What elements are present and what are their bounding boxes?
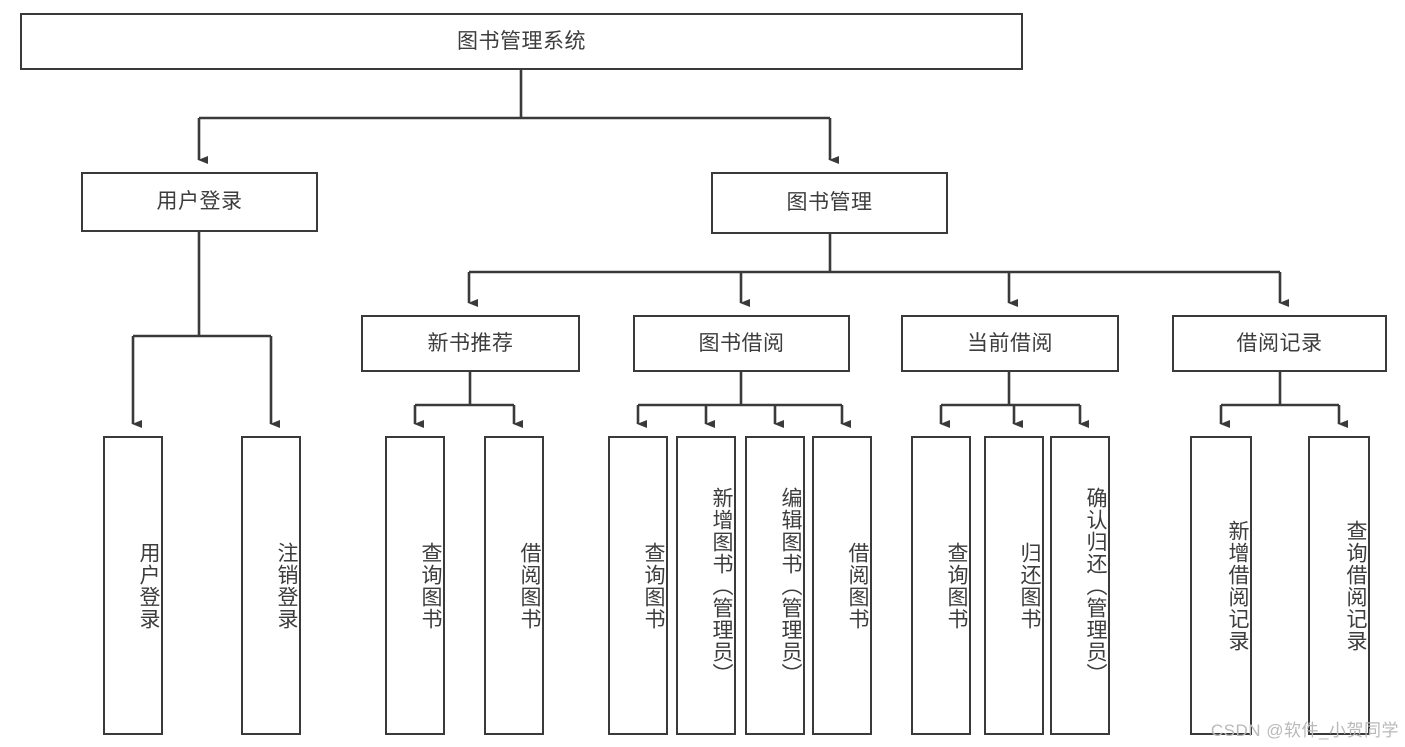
node-borrowing-records[interactable]: 借阅记录: [1172, 315, 1387, 372]
node-current-borrowing[interactable]: 当前借阅: [901, 315, 1119, 372]
node-leaf-query-book-borrowing[interactable]: 查询图书: [608, 436, 668, 735]
node-leaf-borrow-book-borrowing[interactable]: 借阅图书: [812, 436, 872, 735]
node-label: 归还图书: [1018, 541, 1041, 630]
node-user-login[interactable]: 用户登录: [81, 172, 318, 232]
node-leaf-query-book-recommendation[interactable]: 查询图书: [385, 436, 445, 735]
node-label: 新增借阅记录: [1226, 519, 1249, 652]
node-book-borrowing[interactable]: 图书借阅: [633, 315, 850, 372]
node-label: 图书管理: [786, 191, 873, 215]
node-book-management[interactable]: 图书管理: [711, 172, 948, 234]
csdn-watermark: CSDN @软件_小贺同学: [1210, 721, 1399, 740]
node-leaf-edit-book-admin[interactable]: 编辑图书（管理员）: [745, 436, 805, 735]
node-label: 借阅图书: [846, 541, 869, 630]
node-label: 图书借阅: [698, 331, 785, 355]
node-leaf-return-book[interactable]: 归还图书: [984, 436, 1044, 735]
node-label: 用户登录: [137, 541, 160, 630]
node-label: 新增图书（管理员）: [710, 486, 733, 685]
node-label: 借阅记录: [1236, 331, 1323, 355]
node-label: 注销登录: [275, 541, 298, 630]
node-label: 新书推荐: [427, 331, 514, 355]
node-leaf-borrow-book-recommendation[interactable]: 借阅图书: [484, 436, 544, 735]
node-leaf-query-book-current[interactable]: 查询图书: [911, 436, 971, 735]
node-label: 查询图书: [419, 541, 442, 630]
node-new-book-recommendation[interactable]: 新书推荐: [361, 315, 580, 372]
node-leaf-confirm-return-admin[interactable]: 确认归还（管理员）: [1050, 436, 1110, 735]
node-label: 图书管理系统: [457, 29, 586, 53]
node-leaf-query-borrowing-record[interactable]: 查询借阅记录: [1308, 436, 1370, 735]
node-leaf-add-book-admin[interactable]: 新增图书（管理员）: [676, 436, 736, 735]
node-root-book-management-system[interactable]: 图书管理系统: [20, 13, 1023, 70]
node-leaf-logout[interactable]: 注销登录: [241, 436, 301, 735]
node-leaf-user-login[interactable]: 用户登录: [103, 436, 163, 735]
node-label: 查询图书: [945, 541, 968, 630]
node-label: 确认归还（管理员）: [1084, 486, 1107, 685]
node-label: 用户登录: [156, 190, 243, 214]
node-label: 当前借阅: [967, 331, 1053, 355]
node-label: 查询借阅记录: [1344, 519, 1367, 652]
node-label: 查询图书: [642, 541, 665, 630]
node-label: 借阅图书: [518, 541, 541, 630]
node-label: 编辑图书（管理员）: [779, 486, 802, 685]
node-leaf-add-borrowing-record[interactable]: 新增借阅记录: [1190, 436, 1252, 735]
